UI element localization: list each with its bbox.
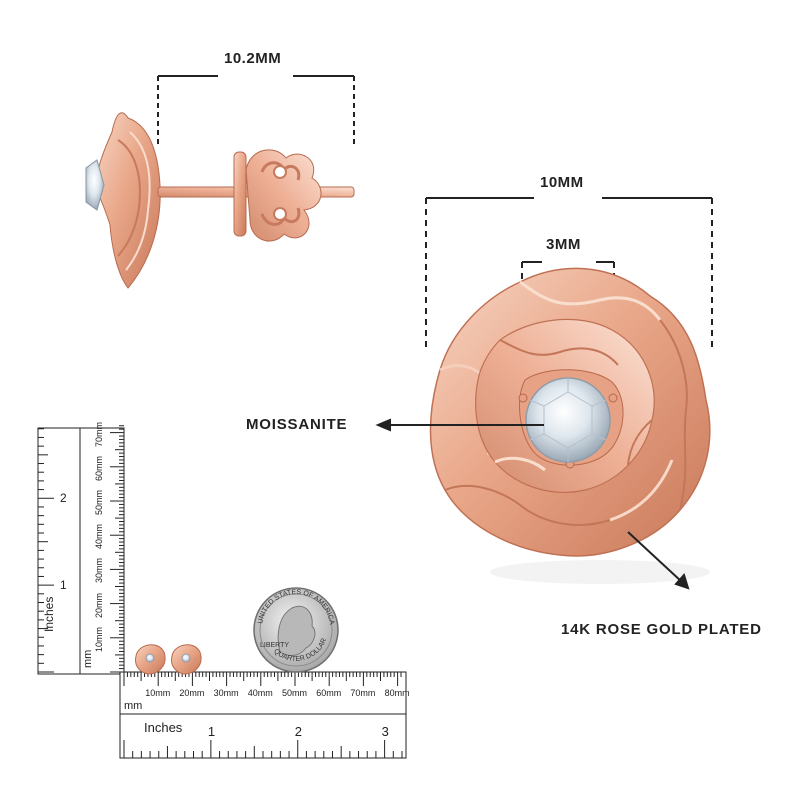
rose-gold-callout: 14K ROSE GOLD PLATED	[561, 621, 762, 638]
vertical-mm-tick-label: 60mm	[94, 455, 104, 481]
front-width-label: 10MM	[540, 174, 584, 191]
moissanite-callout: MOISSANITE	[246, 416, 348, 433]
front-view-earring	[425, 197, 713, 584]
scale-earrings	[135, 644, 202, 675]
side-width-label: 10.2MM	[224, 50, 282, 67]
horizontal-mm-tick-label: 10mm	[145, 688, 171, 698]
horizontal-inch-label: Inches	[144, 720, 183, 735]
moissanite-arrow	[375, 418, 544, 432]
horizontal-mm-label: mm	[124, 700, 143, 712]
coin-left-text: LIBERTY	[260, 642, 289, 649]
horizontal-mm-tick-label: 30mm	[213, 688, 239, 698]
horizontal-ruler	[119, 671, 407, 759]
stone-width-label: 3MM	[546, 236, 581, 253]
quarter-coin: UNITED STATES OF AMERICA QUARTER DOLLAR …	[253, 587, 339, 673]
vertical-mm-tick-label: 20mm	[94, 592, 104, 618]
horizontal-mm-tick-label: 70mm	[350, 688, 376, 698]
horizontal-inch-tick-label: 2	[294, 724, 302, 739]
vertical-mm-tick-label: 50mm	[94, 489, 104, 515]
vertical-mm-tick-label: 30mm	[94, 558, 104, 584]
front-width-dimension-line	[425, 197, 713, 350]
vertical-mm-tick-label: 40mm	[94, 524, 104, 550]
horizontal-inch-tick-label: 1	[207, 724, 216, 739]
horizontal-mm-tick-label: 50mm	[282, 688, 308, 698]
side-width-dimension-line	[157, 75, 355, 145]
vertical-mm-tick-label: 10mm	[94, 626, 104, 652]
horizontal-mm-tick-label: 80mm	[384, 688, 410, 698]
vertical-inch-tick-label: 1	[60, 578, 67, 593]
vertical-inch-tick-label: 2	[60, 491, 67, 506]
vertical-mm-label: mm	[82, 649, 94, 668]
horizontal-mm-tick-label: 60mm	[316, 688, 342, 698]
vertical-mm-tick-label: 70mm	[94, 421, 104, 447]
horizontal-inch-tick-label: 3	[381, 724, 389, 739]
vertical-inch-label: Inches	[42, 596, 56, 632]
horizontal-mm-tick-label: 20mm	[179, 688, 205, 698]
rose-gold-arrow	[627, 531, 690, 590]
side-view-earring	[85, 75, 355, 289]
vertical-ruler	[37, 425, 125, 675]
horizontal-mm-tick-label: 40mm	[247, 688, 273, 698]
